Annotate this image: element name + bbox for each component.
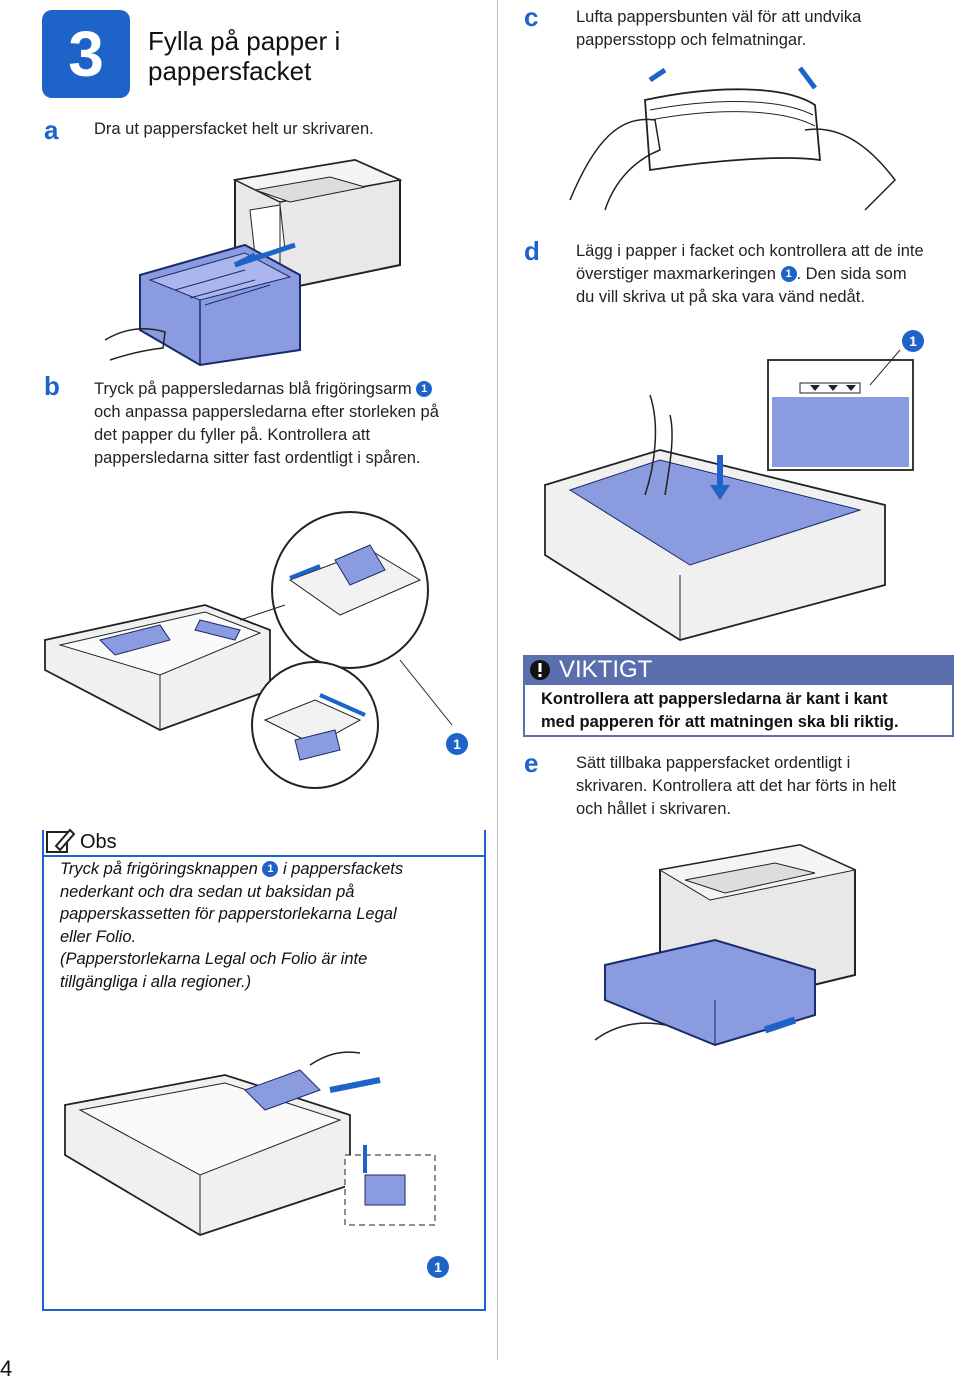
step-c-letter: c (524, 2, 539, 32)
step-c-text: Lufta pappersbunten väl för att undvika … (576, 6, 946, 52)
step-b-letter: b (44, 371, 60, 401)
step-d-line-3: du vill skriva ut på ska vara vänd nedåt… (576, 288, 865, 306)
figure-printer-tray-in (594, 843, 857, 1047)
step-c-line-1: Lufta pappersbunten väl för att undvika (576, 8, 862, 26)
figure-tray-extension (64, 1051, 436, 1236)
step-a-letter: a (44, 115, 59, 145)
note-line-4: eller Folio. (60, 927, 137, 946)
callout-1-figure-d: 1 (902, 330, 924, 352)
step-e-line-2: skrivaren. Kontrollera att det har förts… (576, 777, 897, 795)
figure-tray-guides (44, 511, 453, 789)
note-box (42, 830, 486, 1311)
step-d-line-2: överstiger maxmarkeringen 1. Den sida so… (576, 265, 907, 283)
callout-1-marker: 1 (780, 266, 797, 282)
step-number-badge: 3 (42, 10, 130, 98)
step-e-line-3: och hållet i skrivaren. (576, 800, 731, 818)
step-d-letter: d (524, 236, 540, 266)
note-line-6: tillgängliga i alla regioner.) (60, 972, 252, 991)
note-text: Tryck på frigöringsknappen 1 i pappersfa… (60, 858, 460, 993)
section-title-line-1: Fylla på papper i (148, 26, 341, 56)
step-b-line-2: och anpassa pappersledarna efter storlek… (94, 403, 439, 421)
note-line-3: papperskassetten för papperstorlekarna L… (60, 905, 397, 923)
column-divider (497, 0, 498, 1360)
note-line-2: nederkant och dra sedan ut baksidan på (60, 882, 355, 901)
figure-fan-paper (569, 66, 896, 211)
step-e-line-1: Sätt tillbaka pappersfacket ordentligt i (576, 754, 851, 772)
callout-1-marker: 1 (262, 861, 279, 877)
note-line-5: (Papperstorlekarna Legal och Folio är in… (60, 950, 368, 968)
callout-1-figure-note: 1 (427, 1256, 449, 1278)
step-b-line-3: det papper du fyller på. Kontrollera att (94, 426, 371, 444)
note-line-1: Tryck på frigöringsknappen 1 i pappersfa… (60, 860, 404, 878)
step-b-line-4: pappersledarna sitter fast ordentligt i … (94, 449, 421, 467)
important-line-2: med papperen för att matningen ska bli r… (541, 713, 899, 731)
important-header: VIKTIGT (523, 655, 954, 685)
page-number: 4 (0, 1356, 13, 1381)
pencil-note-icon (46, 828, 76, 853)
exclamation-icon (530, 660, 550, 680)
step-b-line-1: Tryck på pappersledarnas blå frigöringsa… (94, 378, 484, 401)
step-e-text: Sätt tillbaka pappersfacket ordentligt i… (576, 752, 956, 821)
callout-1-figure-b: 1 (446, 733, 468, 755)
important-title: VIKTIGT (559, 656, 653, 683)
note-title: Obs (80, 831, 117, 853)
figure-printer-tray-out (104, 158, 403, 367)
step-c-line-2: pappersstopp och felmatningar. (576, 31, 807, 49)
important-line-1: Kontrollera att pappersledarna är kant i… (541, 690, 888, 708)
step-b-text: Tryck på pappersledarnas blå frigöringsa… (94, 378, 484, 470)
step-d-line-1: Lägg i papper i facket och kontrollera a… (576, 242, 924, 260)
section-title: Fylla på papper i pappersfacket (148, 26, 448, 86)
step-a-text: Dra ut pappersfacket helt ur skrivaren. (94, 120, 374, 138)
note-rule (42, 855, 486, 857)
step-e-letter: e (524, 748, 539, 778)
section-title-line-2: pappersfacket (148, 56, 312, 86)
callout-1-marker: 1 (416, 381, 433, 397)
step-d-text: Lägg i papper i facket och kontrollera a… (576, 240, 956, 309)
important-body: Kontrollera att pappersledarna är kant i… (523, 685, 954, 737)
figure-load-paper (544, 349, 914, 641)
